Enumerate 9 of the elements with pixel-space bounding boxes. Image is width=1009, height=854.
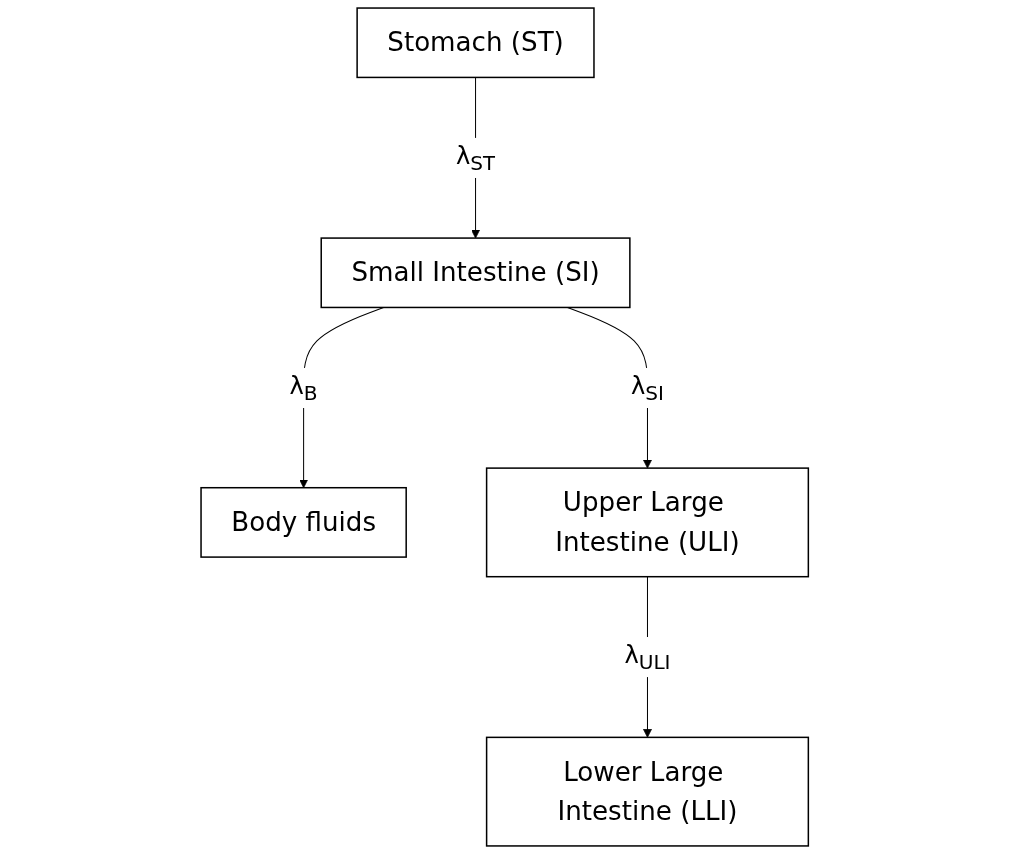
node-box: Small Intestine (SI) xyxy=(320,237,631,309)
edge-label: λ$_{ULI}$ xyxy=(624,641,671,675)
node-box: Body fluids xyxy=(200,486,407,558)
edge-label: λ$_{SI}$ xyxy=(630,371,664,405)
edge-label: λ$_{B}$ xyxy=(289,371,318,405)
edge-label: λ$_{ST}$ xyxy=(455,141,496,175)
node-box: Upper Large Intestine (ULI) xyxy=(485,467,809,578)
node-box: Lower Large Intestine (LLI) xyxy=(485,736,809,847)
node-box: Stomach (ST) xyxy=(356,7,595,79)
